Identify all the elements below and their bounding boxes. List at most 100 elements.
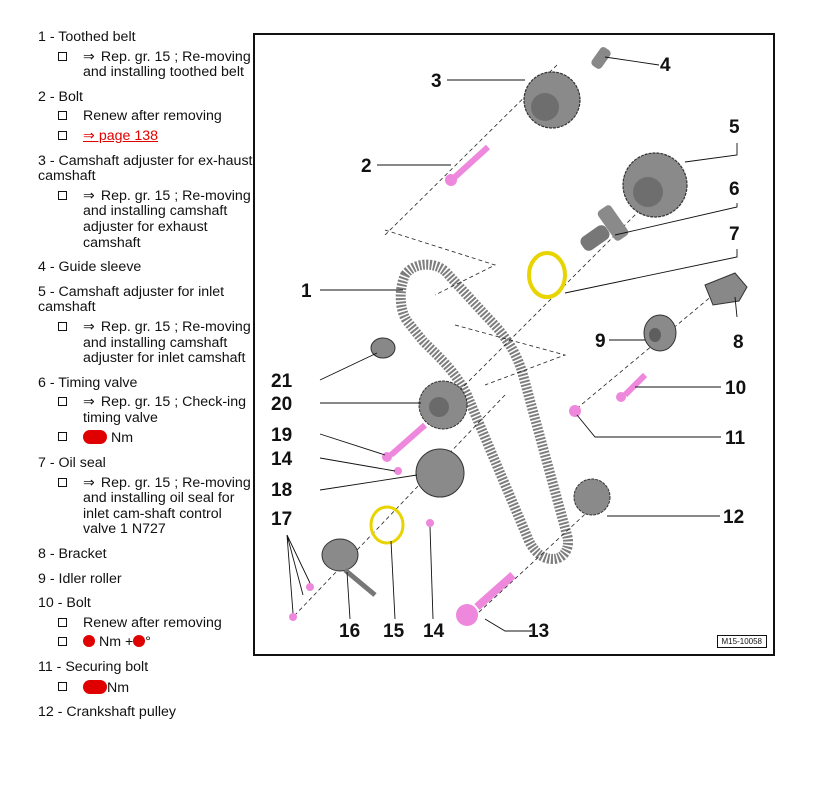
legend-sub: ⇒Rep. gr. 15 ; Re-moving and installing … [38,318,253,367]
legend-text: Renew after removing [83,614,222,631]
legend-text: Rep. gr. 15 ; Check-ing timing valve [83,394,246,426]
checkbox-icon [58,397,67,407]
arrow-icon: ⇒ [83,474,95,491]
crankshaft-pulley-12 [573,478,611,516]
seal-15 [369,505,405,545]
callout-10: 10 [725,378,746,399]
part-21 [370,337,396,359]
page-link[interactable]: ⇒ page 138 [83,127,159,144]
legend-item-11: 11 - Securing bolt Nm [38,659,253,697]
callout-11: 11 [725,428,746,449]
checkbox-icon [58,111,67,121]
bolt-14b [426,519,434,527]
legend-item-5: 5 - Camshaft adjuster for inlet camshaft… [38,283,253,367]
legend-title: 1 - Toothed belt [38,29,136,45]
legend-title: 7 - Oil seal [38,455,106,472]
legend-item-1: 1 - Toothed belt ⇒Rep. gr. 15 ; Re-movin… [38,29,253,81]
arrow-icon: ⇒ [83,48,95,65]
legend-text: Nm + [98,634,134,651]
leader-lines [286,56,738,632]
checkbox-icon [58,617,67,627]
callout-15: 15 [383,621,405,642]
callout-19: 19 [271,425,292,446]
checkbox-icon [58,321,67,331]
legend-sub: Nm [38,430,253,447]
legend-item-7: 7 - Oil seal ⇒Rep. gr. 15 ; Re-moving an… [38,455,253,538]
legend-item-9: 9 - Idler roller [38,571,253,588]
legend-text: Nm [107,679,130,696]
gear-5 [622,152,688,218]
redacted-value [83,679,107,694]
callout-18: 18 [271,480,292,501]
guide-sleeve-4 [591,47,611,69]
legend-text: Rep. gr. 15 ; Re-moving and installing o… [83,474,251,538]
diagram-svg: 1 2 3 4 5 6 7 8 9 10 11 12 13 14 14 15 1… [271,47,748,642]
timing-valve-6 [580,205,629,251]
callout-20: 20 [271,394,292,415]
figure-code: M15-10058 [716,635,767,648]
callout-21: 21 [271,371,293,392]
degree-sign: ° [145,634,151,651]
bolt-14 [394,467,402,475]
legend-sub: Nm + ° [38,635,253,651]
checkbox-icon [58,681,67,691]
legend-title: 8 - Bracket [38,546,107,563]
callout-14b: 14 [423,621,445,642]
legend-item-12: 12 - Crankshaft pulley [38,705,253,721]
callout-4: 4 [660,55,671,76]
callout-16: 16 [339,621,360,642]
idler-roller-9 [643,314,677,352]
bolt-17a [306,583,314,591]
redacted-value [133,635,146,648]
callout-8: 8 [733,332,744,353]
callout-2: 2 [361,156,372,177]
callout-3: 3 [431,71,442,92]
legend-item-6: 6 - Timing valve ⇒Rep. gr. 15 ; Check-in… [38,375,253,447]
legend-title: 4 - Guide sleeve [38,259,142,276]
bolt-19 [382,422,427,462]
legend-sub: ⇒Rep. gr. 15 ; Re-moving and installing … [38,187,253,251]
legend-title: 12 - Crankshaft pulley [38,704,177,721]
legend-title: 2 - Bolt [38,88,83,105]
checkbox-icon [58,477,67,487]
legend-sub: ⇒Rep. gr. 15 ; Check-ing timing valve [38,394,253,426]
checkbox-icon [58,432,67,442]
bolt-17b [289,613,297,621]
legend-sub: Nm [38,679,253,697]
legend-list: 1 - Toothed belt ⇒Rep. gr. 15 ; Re-movin… [38,29,253,730]
callout-12: 12 [723,507,744,528]
exploded-diagram: 1 2 3 4 5 6 7 8 9 10 11 12 13 14 14 15 1… [253,33,775,656]
bolt-10 [616,372,648,402]
callout-14a: 14 [271,449,293,470]
callout-9: 9 [595,331,606,352]
legend-sub: ⇒Rep. gr. 15 ; Re-moving and installing … [38,474,253,538]
callout-5: 5 [729,117,740,138]
legend-text: Renew after removing [83,108,222,125]
arrow-icon: ⇒ [83,187,95,204]
gear-3 [523,71,581,129]
bolt-2 [445,144,491,186]
legend-item-3: 3 - Camshaft adjuster for ex-haust camsh… [38,152,253,252]
checkbox-icon [58,51,67,61]
legend-text: Nm [110,430,134,447]
legend-sub: Renew after removing [38,614,253,632]
arrow-icon: ⇒ [83,394,95,411]
legend-title: 3 - Camshaft adjuster for ex-haust camsh… [38,152,253,185]
legend-title: 10 - Bolt [38,595,91,612]
toothed-belt [395,259,573,565]
legend-sub: ⇒ page 138 [38,127,253,145]
legend-item-10: 10 - Bolt Renew after removing Nm + ° [38,596,253,651]
callout-6: 6 [729,179,740,200]
redacted-value [83,430,107,445]
checkbox-icon [58,190,67,200]
callout-17: 17 [271,509,292,530]
part-18 [415,448,465,498]
legend-text: Rep. gr. 15 ; Re-moving and installing t… [83,48,251,81]
gear-20 [418,380,468,430]
arrow-icon: ⇒ [83,318,95,335]
legend-title: 5 - Camshaft adjuster for inlet camshaft [38,283,225,316]
callout-13: 13 [528,621,549,642]
bolt-13 [456,572,516,626]
legend-sub: ⇒Rep. gr. 15 ; Re-moving and installing … [38,48,253,81]
part-16 [321,538,377,597]
